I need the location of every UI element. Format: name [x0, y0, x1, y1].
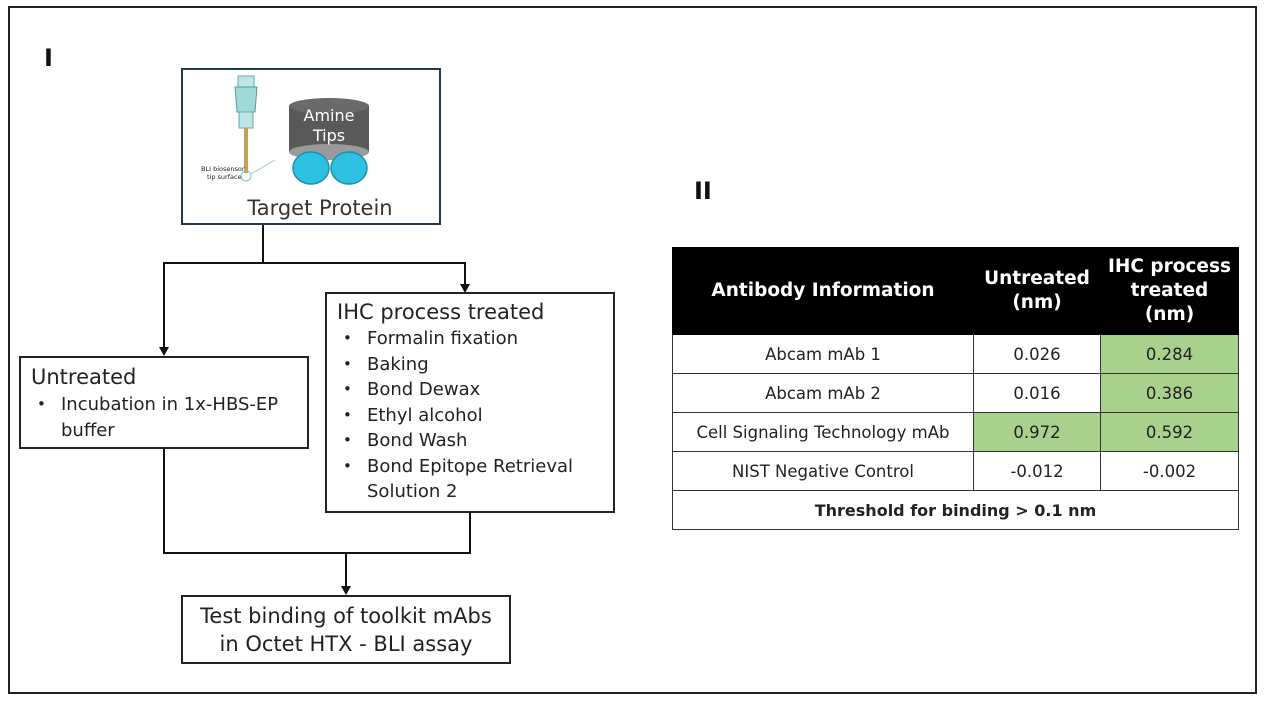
threshold-note: Threshold for binding > 0.1 nm: [672, 490, 1239, 530]
header-ihc: IHC process treated (nm): [1100, 247, 1239, 335]
table-header-row: Antibody Information Untreated (nm) IHC …: [672, 247, 1239, 335]
ihc-item: Formalin fixation: [337, 326, 603, 352]
panel-label-ii: II: [694, 177, 712, 205]
connector-split: [163, 262, 466, 264]
figure-frame: [8, 6, 1257, 694]
arrow-to-ihc: [460, 284, 470, 293]
ihc-cell: 0.386: [1100, 373, 1239, 413]
amine-label: Amine: [304, 106, 355, 125]
arrow-to-test: [341, 586, 351, 595]
ihc-item: Baking: [337, 352, 603, 378]
ihc-title: IHC process treated: [337, 300, 545, 324]
table-row: NIST Negative Control -0.012 -0.002: [672, 451, 1239, 491]
target-protein-caption: Target Protein: [246, 196, 392, 220]
antibody-cell: Cell Signaling Technology mAb: [672, 412, 974, 452]
antibody-cell: NIST Negative Control: [672, 451, 974, 491]
test-line2: in Octet HTX - BLI assay: [219, 632, 473, 656]
ihc-list: Formalin fixation Baking Bond Dewax Ethy…: [337, 326, 603, 505]
arrow-to-untreated: [159, 347, 169, 356]
connector-merge-right: [469, 513, 471, 554]
antibody-cell: Abcam mAb 2: [672, 373, 974, 413]
protein-discs-icon: [292, 151, 368, 185]
binding-results-table: Antibody Information Untreated (nm) IHC …: [672, 247, 1239, 530]
biosensor-tip-icon: [234, 75, 276, 182]
connector-merge: [163, 552, 471, 554]
connector-left: [163, 262, 165, 348]
antibody-cell: Abcam mAb 1: [672, 334, 974, 374]
test-line1: Test binding of toolkit mAbs: [200, 604, 492, 628]
biosensor-illustration: BLI biosensor tip surface Amine Tips Tar…: [201, 75, 393, 220]
connector-merge-left: [163, 449, 165, 554]
sensor-label-line1: BLI biosensor: [201, 165, 245, 173]
untreated-box: Untreated Incubation in 1x-HBS-EP buffer: [19, 356, 309, 449]
tips-label: Tips: [312, 126, 345, 145]
untreated-cell: 0.972: [973, 412, 1101, 452]
table-row: Abcam mAb 1 0.026 0.284: [672, 334, 1239, 374]
ihc-item: Bond Epitope Retrieval Solution 2: [337, 454, 603, 505]
panel-label-i: I: [44, 44, 53, 72]
header-untreated: Untreated (nm): [973, 247, 1101, 335]
connector-right: [464, 262, 466, 285]
untreated-cell: 0.016: [973, 373, 1101, 413]
untreated-cell: 0.026: [973, 334, 1101, 374]
table-row: Cell Signaling Technology mAb 0.972 0.59…: [672, 412, 1239, 452]
connector-stem: [262, 225, 264, 264]
untreated-title: Untreated: [31, 365, 137, 389]
header-antibody: Antibody Information: [672, 247, 974, 335]
ihc-cell: 0.284: [1100, 334, 1239, 374]
ihc-item: Bond Wash: [337, 428, 603, 454]
table-row: Abcam mAb 2 0.016 0.386: [672, 373, 1239, 413]
ihc-cell: -0.002: [1100, 451, 1239, 491]
untreated-cell: -0.012: [973, 451, 1101, 491]
table-footer-row: Threshold for binding > 0.1 nm: [672, 490, 1239, 530]
untreated-item: Incubation in 1x-HBS-EP buffer: [31, 392, 297, 443]
connector-to-test: [345, 552, 347, 587]
test-binding-box: Test binding of toolkit mAbs in Octet HT…: [181, 595, 511, 664]
ihc-treated-box: IHC process treated Formalin fixation Ba…: [325, 292, 615, 513]
sensor-label-line2: tip surface: [207, 173, 242, 181]
ihc-cell: 0.592: [1100, 412, 1239, 452]
ihc-item: Bond Dewax: [337, 377, 603, 403]
untreated-list: Incubation in 1x-HBS-EP buffer: [31, 392, 297, 443]
ihc-item: Ethyl alcohol: [337, 403, 603, 429]
target-protein-box: BLI biosensor tip surface Amine Tips Tar…: [181, 68, 441, 225]
